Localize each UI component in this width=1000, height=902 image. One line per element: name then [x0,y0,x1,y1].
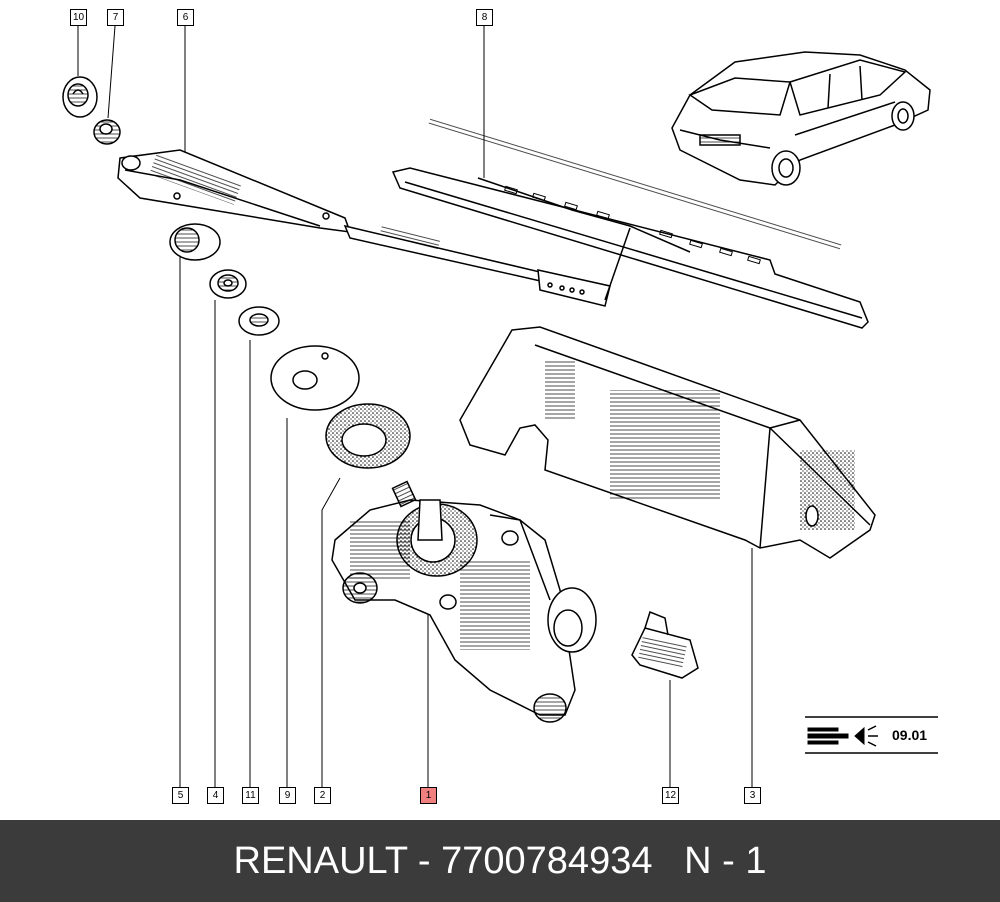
part-10-cap [62,76,98,118]
car-icon [671,51,931,186]
callout-1: 1 [420,787,437,804]
part-11-washer [238,306,280,336]
part-9-flat-washer [270,345,360,411]
part-number-title: RENAULT - 7700784934 N - 1 [233,839,767,882]
service-symbol-icon [805,716,938,754]
part-6-wiper-arm [117,149,611,307]
callout-12: 12 [662,787,679,804]
callout-3: 3 [744,787,761,804]
part-8-wiper-blade [391,117,869,329]
leader-lines [77,25,753,787]
part-1-wiper-motor [331,480,597,723]
exploded-parts-diagram [62,25,938,787]
callout-5: 5 [172,787,189,804]
callout-6: 6 [177,9,194,26]
service-symbol-code: 09.01 [892,727,928,743]
part-3-trim-cover [459,326,876,559]
part-12-clip [631,611,699,679]
callout-11: 11 [242,787,259,804]
part-4-nut [209,269,247,299]
callout-7: 7 [107,9,124,26]
part-2-seal [325,403,411,469]
part-7-nut [93,119,121,145]
callout-8: 8 [476,9,493,26]
callout-9: 9 [279,787,296,804]
footer-banner: RENAULT - 7700784934 N - 1 [0,820,1000,902]
callout-4: 4 [207,787,224,804]
part-5-grommet [169,223,221,261]
callout-2: 2 [314,787,331,804]
callout-10: 10 [70,9,87,26]
